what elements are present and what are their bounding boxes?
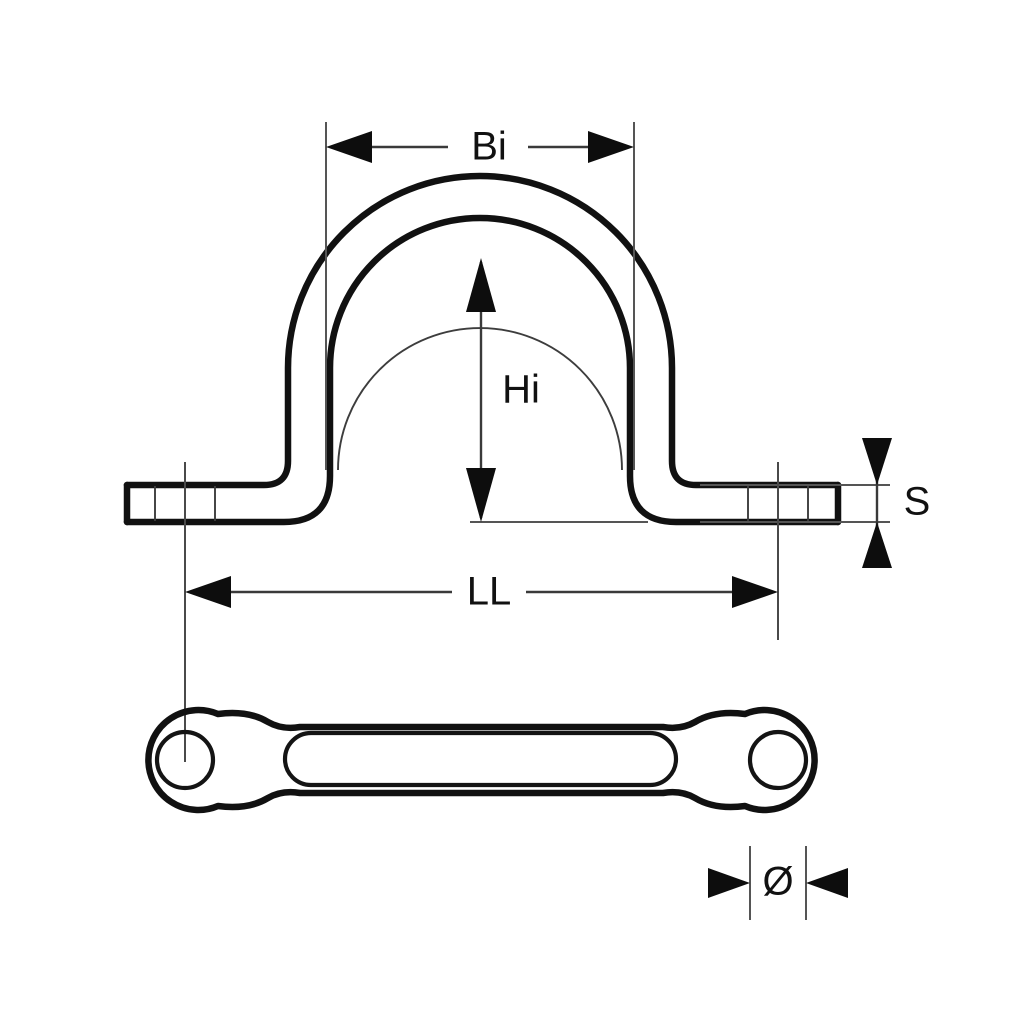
s-dimension-label: S bbox=[904, 480, 931, 524]
hi-arrow-top bbox=[466, 258, 496, 312]
left-foot-plate bbox=[123, 481, 216, 526]
bi-arrow-right bbox=[588, 131, 634, 163]
saddle-outer-profile bbox=[123, 172, 842, 489]
dimension-hi: Hi bbox=[466, 258, 540, 522]
s-arrow-bottom bbox=[862, 522, 892, 568]
ll-arrow-left bbox=[185, 576, 231, 608]
strap-plan-outline bbox=[145, 706, 818, 814]
right-bolt-hole bbox=[747, 729, 809, 791]
dimension-s: S bbox=[700, 438, 930, 568]
saddle-inner-profile bbox=[123, 214, 842, 526]
strap-center-band bbox=[282, 730, 679, 788]
dimension-diameter: Ø bbox=[708, 846, 848, 920]
ll-arrow-right bbox=[732, 576, 778, 608]
diameter-arrow-left bbox=[708, 868, 750, 898]
diameter-dimension-label: Ø bbox=[762, 860, 793, 904]
diameter-arrow-right bbox=[806, 868, 848, 898]
hi-dimension-label: Hi bbox=[502, 368, 540, 412]
left-bolt-hole bbox=[154, 729, 216, 791]
bi-arrow-left bbox=[326, 131, 372, 163]
dimension-bi: Bi bbox=[325, 122, 635, 470]
bi-dimension-label: Bi bbox=[471, 125, 507, 169]
hi-arrow-bottom bbox=[466, 468, 496, 522]
right-foot-plate bbox=[747, 481, 842, 526]
dimension-ll: LL bbox=[185, 570, 778, 614]
ll-dimension-label: LL bbox=[467, 570, 512, 614]
plan-view bbox=[145, 706, 818, 814]
s-arrow-top bbox=[862, 438, 892, 485]
